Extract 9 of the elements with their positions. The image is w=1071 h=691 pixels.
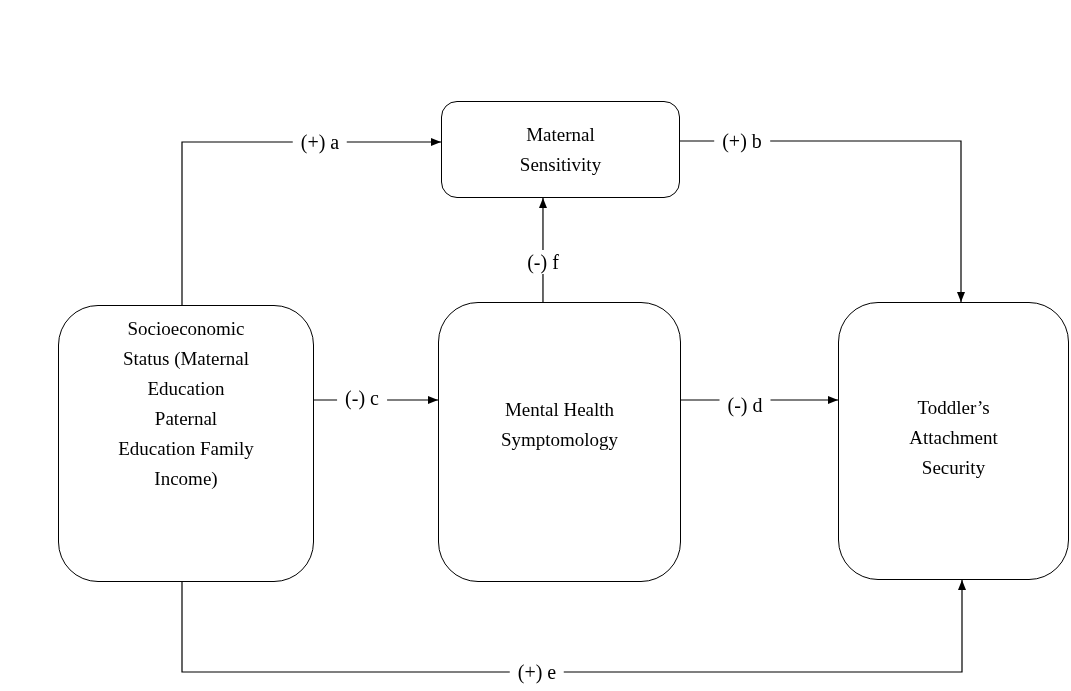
rounded-box [441,101,680,198]
rounded-box [58,305,314,582]
arrow [181,579,966,673]
node-text: Socioeconomic Status (Maternal Education Paternal Education Family Income) [117,317,255,491]
rounded-box [438,302,681,582]
node-text: Mental Health Symptomology [499,398,620,452]
node-text: Toddler’s Attachment Security [908,396,999,480]
rounded-box [838,302,1069,580]
node-text: Maternal Sensitivity [518,122,603,177]
